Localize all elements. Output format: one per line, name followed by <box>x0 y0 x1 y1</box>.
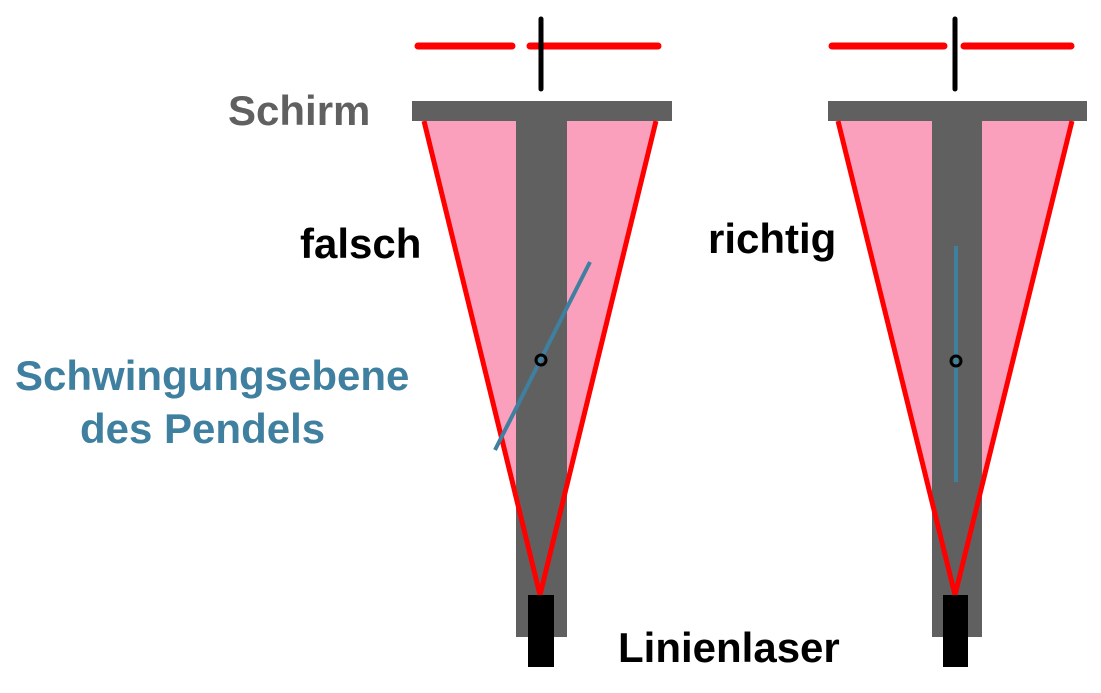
pivot-point <box>534 353 548 367</box>
right-label: richtig <box>708 215 836 262</box>
screen-label: Schirm <box>228 87 370 134</box>
laser-beam-edge <box>537 120 659 596</box>
laser-beam-edge <box>835 120 958 596</box>
support-column <box>516 121 567 637</box>
laser-beam-edge <box>421 120 543 596</box>
setup-right <box>828 16 1087 667</box>
line-laser <box>528 595 554 667</box>
line-laser <box>943 595 968 667</box>
line-laser-label: Linienlaser <box>618 624 840 671</box>
oscillation-plane-label-line2: des Pendels <box>80 405 325 452</box>
setup-wrong <box>412 16 672 667</box>
screen-bar <box>828 101 1087 121</box>
laser-beam-edge <box>952 120 1075 596</box>
wrong-label: falsch <box>300 220 421 267</box>
screen-bar <box>412 101 672 121</box>
oscillation-plane-label-line1: Schwingungsebene <box>15 352 409 399</box>
pivot-point <box>949 354 963 368</box>
